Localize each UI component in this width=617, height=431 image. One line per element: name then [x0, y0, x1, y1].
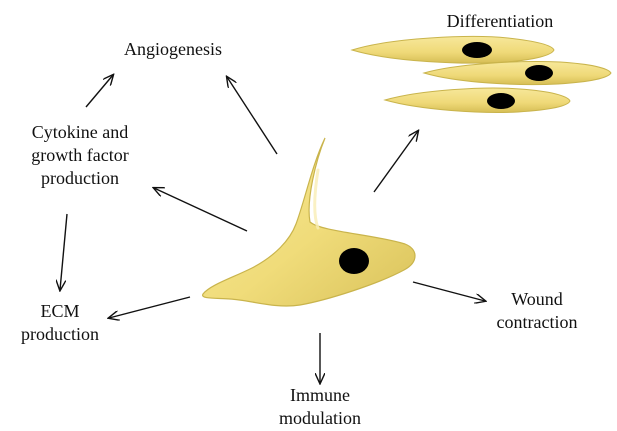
spindle-cell-3: [385, 88, 570, 112]
arrow-to-differentiation: [374, 131, 418, 192]
spindle-cell-2: [424, 61, 611, 84]
arrow-to-angiogenesis: [227, 77, 277, 154]
spindle-cell-1: [352, 37, 554, 64]
spindle-nucleus-1: [462, 42, 492, 58]
cell-nucleus: [339, 248, 369, 274]
label-wound-contraction: Wound contraction: [482, 288, 592, 334]
arrow-to-ecm: [109, 297, 190, 318]
arrow-to-cytokine: [154, 188, 247, 231]
spindle-nucleus-2: [525, 65, 553, 81]
arrow-cytokine-to-ecm: [60, 214, 67, 290]
label-angiogenesis: Angiogenesis: [113, 38, 233, 61]
label-differentiation: Differentiation: [430, 10, 570, 33]
label-immune-modulation: Immune modulation: [265, 384, 375, 430]
arrow-cytokine-to-angiogenesis: [86, 75, 113, 107]
label-ecm-production: ECM production: [0, 300, 120, 346]
arrow-to-wound-contraction: [413, 282, 485, 301]
differentiated-cells: [352, 37, 611, 113]
label-cytokine-growth-factor-production: Cytokine and growth factor production: [5, 121, 155, 190]
spindle-nucleus-3: [487, 93, 515, 109]
fibroblast-cell: [203, 138, 415, 306]
